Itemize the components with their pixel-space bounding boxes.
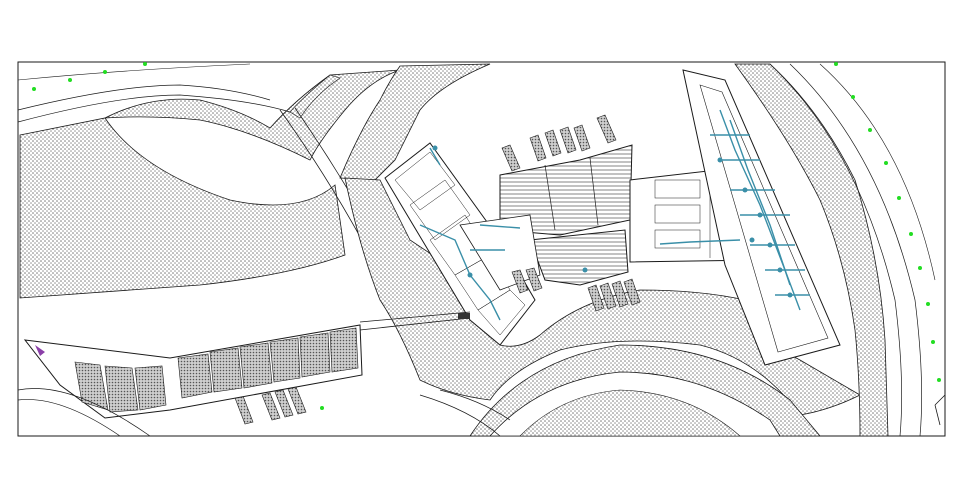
landscape-strip-north [289, 74, 341, 119]
landscape-arc-north [104, 69, 401, 161]
tree-marker [909, 232, 913, 236]
tree-marker [143, 62, 147, 66]
road-south [419, 394, 501, 437]
parking-stalls-southwest [234, 386, 307, 425]
building-wing-west [384, 142, 536, 346]
building-hall-roof-south [529, 229, 629, 286]
tree-marker [851, 95, 855, 99]
tree-marker [918, 266, 922, 270]
tree-marker [320, 406, 324, 410]
road-edge-north-2 [17, 84, 271, 111]
road-east-2 [789, 63, 923, 437]
landscape-center-north [339, 63, 491, 181]
parking-stalls-north [501, 114, 617, 172]
road-southwest [17, 399, 121, 437]
tree-markers [32, 62, 941, 410]
road-south-2 [439, 389, 511, 421]
piping-nodes [432, 145, 793, 298]
path-link [359, 311, 471, 331]
road-east-1 [769, 63, 903, 437]
building-hall-divider [544, 157, 599, 231]
tree-marker [926, 302, 930, 306]
tree-marker [937, 378, 941, 382]
roundabout-core [519, 389, 741, 437]
road-east-3 [819, 63, 936, 281]
building-strip-cells [74, 327, 359, 413]
tree-marker [884, 161, 888, 165]
parking-stalls-south [511, 267, 641, 312]
tree-marker [931, 340, 935, 344]
road-edge-1 [17, 63, 251, 81]
road-southwest-2 [17, 388, 151, 437]
building-arm-east [682, 69, 841, 366]
tree-marker [868, 128, 872, 132]
tree-marker [834, 62, 838, 66]
building-arm-east-inner [699, 84, 829, 353]
road-edge-north [17, 94, 291, 123]
path-link-marker [458, 313, 470, 319]
marker-southwest [35, 345, 45, 356]
tree-marker [897, 196, 901, 200]
tree-marker [68, 78, 72, 82]
tree-marker [32, 87, 36, 91]
landscape-area-east [734, 63, 889, 437]
building-wing-east-rooms [654, 175, 711, 258]
landscape-area-west [19, 117, 346, 299]
north-arrow-stub [934, 394, 946, 426]
tree-marker [103, 70, 107, 74]
